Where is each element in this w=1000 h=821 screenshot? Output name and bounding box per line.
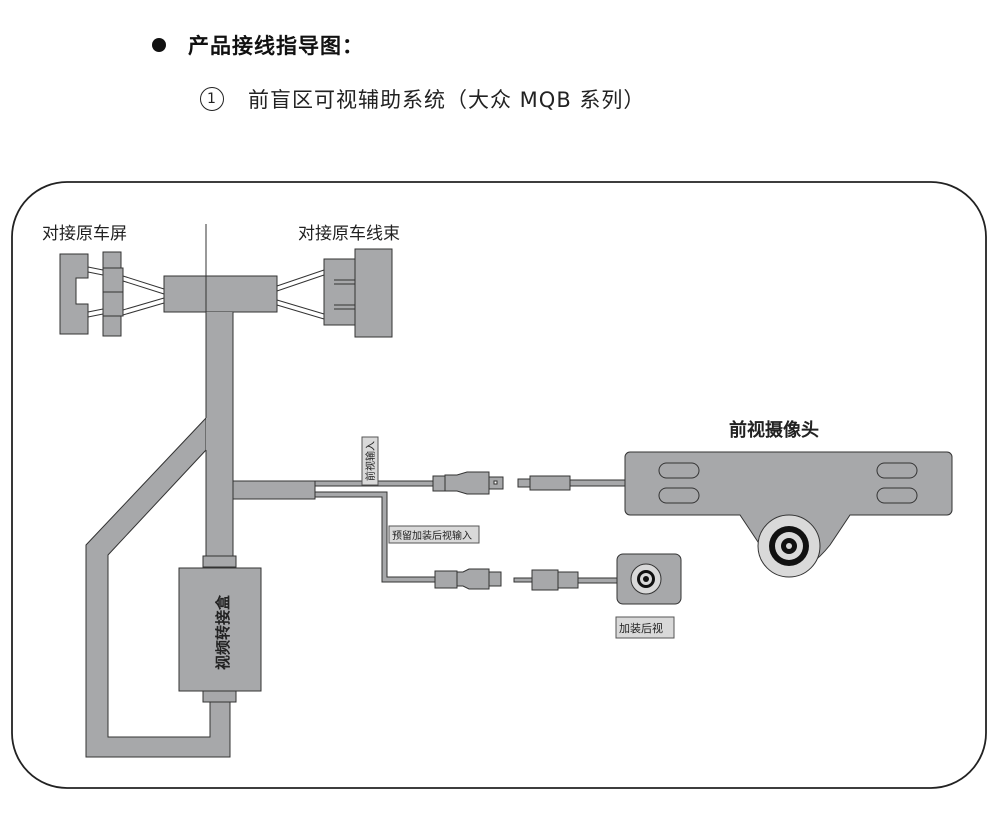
heading-text: 产品接线指导图： (188, 34, 364, 58)
label-original-screen: 对接原车屏 (42, 224, 127, 244)
svg-text:视频转接盒: 视频转接盒 (214, 594, 232, 670)
front-input-tag: 前视输入 (361, 436, 379, 486)
reserved-rear-input-tag: 预留加装后视输入 (388, 525, 480, 544)
front-input-plug (432, 471, 504, 495)
section-heading: 产品接线指导图： (152, 30, 364, 60)
screen-wires (87, 266, 165, 318)
video-adapter-box: 视频转接盒 (178, 555, 262, 703)
svg-text:预留加装后视输入: 预留加装后视输入 (392, 529, 472, 542)
rear-input-plug (434, 568, 502, 590)
circled-number: 1 (200, 87, 224, 111)
svg-text:加装后视: 加装后视 (619, 621, 663, 635)
bullet-icon (152, 38, 166, 52)
added-rear-view-tag: 加装后视 (615, 616, 675, 639)
label-front-camera: 前视摄像头 (729, 419, 819, 441)
subheading: 1 前盲区可视辅助系统（大众 MQB 系列） (200, 84, 645, 114)
screen-connector (59, 251, 124, 337)
branch-cable (232, 480, 316, 500)
diagram-frame (11, 181, 987, 789)
added-rear-camera (616, 553, 682, 605)
harness-hub (163, 275, 278, 313)
front-camera (624, 451, 953, 578)
harness-connector (323, 248, 393, 338)
harness-wires (276, 269, 325, 320)
label-original-harness: 对接原车线束 (298, 224, 400, 244)
svg-text:前视输入: 前视输入 (364, 441, 377, 481)
subheading-text: 前盲区可视辅助系统（大众 MQB 系列） (248, 88, 646, 112)
camera-plug (517, 475, 626, 491)
rear-camera-plug (513, 569, 619, 591)
